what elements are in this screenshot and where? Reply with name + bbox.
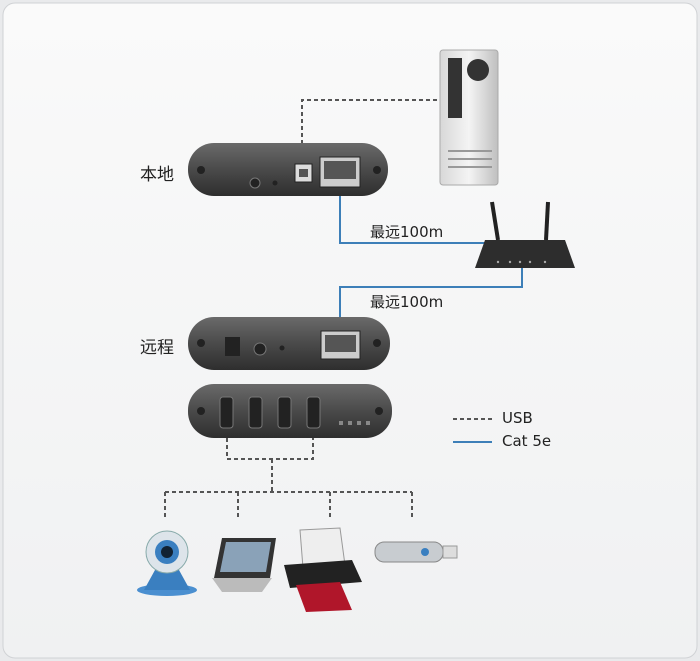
tablet-device-icon (212, 538, 276, 592)
distance-label-top: 最远100m (370, 223, 444, 241)
local-unit (188, 143, 388, 196)
remote-unit-front (188, 317, 390, 370)
remote-unit-usb-hub (188, 384, 392, 438)
distance-label-bottom: 最远100m (370, 293, 444, 311)
local-label: 本地 (140, 165, 174, 185)
cat5e-cable (339, 185, 523, 330)
legend-usb-label: USB (502, 409, 533, 427)
router-icon (475, 201, 575, 268)
remote-label: 远程 (140, 338, 174, 358)
webcam-icon (137, 530, 197, 596)
usb-flash-drive-icon (374, 541, 458, 563)
usb-cable-remote (164, 438, 413, 520)
legend-cat5e-label: Cat 5e (502, 432, 552, 450)
printer-icon (284, 527, 362, 612)
computer-icon (439, 49, 499, 186)
